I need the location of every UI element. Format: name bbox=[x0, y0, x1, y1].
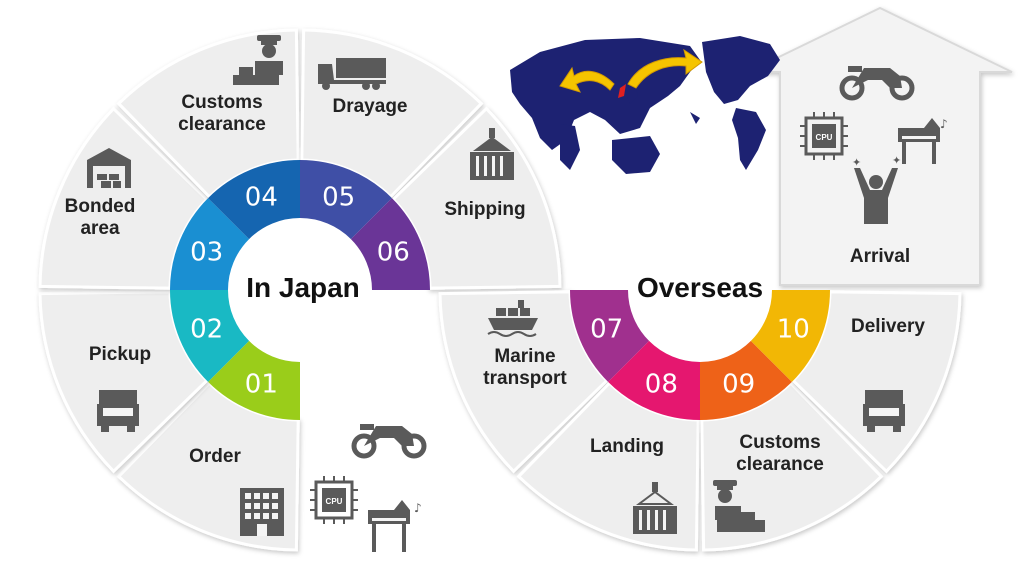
step-ring-07 bbox=[570, 290, 650, 382]
cheering-person-icon: ✦ ✦ bbox=[852, 154, 901, 224]
step-label-10: Delivery bbox=[851, 316, 925, 337]
step-number-10: 10 bbox=[777, 315, 810, 345]
truck-icon bbox=[97, 390, 139, 432]
arrow-to-america bbox=[627, 48, 703, 89]
step-number-02: 02 bbox=[190, 315, 223, 345]
crane-container-icon bbox=[633, 482, 677, 534]
svg-text:♪: ♪ bbox=[940, 117, 948, 131]
cpu-icon: CPU bbox=[310, 476, 358, 524]
truck-icon bbox=[863, 390, 905, 432]
arrow-to-europe bbox=[559, 66, 615, 93]
step-ring-08 bbox=[608, 340, 700, 420]
cpu-icon-text: CPU bbox=[326, 497, 343, 506]
crane-container-icon bbox=[470, 128, 514, 180]
step-number-08: 08 bbox=[645, 369, 678, 399]
inner-ring: 01 02 03 04 05 06 07 08 09 10 bbox=[170, 160, 830, 420]
step-ring-06 bbox=[350, 198, 431, 290]
step-label-08: Landing bbox=[590, 436, 664, 457]
step-ring-03 bbox=[170, 198, 250, 290]
step-ring-05 bbox=[300, 160, 392, 240]
step-number-05: 05 bbox=[322, 183, 355, 213]
step-label-05: Drayage bbox=[333, 96, 408, 117]
cpu-icon: CPU bbox=[800, 112, 848, 160]
step-ring-02 bbox=[170, 290, 250, 382]
customs-officer-icon bbox=[713, 480, 765, 532]
piano-icon: ♪ bbox=[368, 500, 422, 552]
customs-officer-icon bbox=[233, 35, 283, 85]
motorcycle-icon bbox=[839, 66, 915, 101]
warehouse-icon bbox=[87, 148, 131, 188]
left-hub bbox=[228, 218, 372, 362]
overseas-label: Overseas bbox=[637, 272, 763, 303]
building-icon bbox=[240, 488, 284, 536]
step-ring-10 bbox=[750, 290, 830, 382]
step-number-06: 06 bbox=[377, 237, 410, 267]
svg-text:✦: ✦ bbox=[852, 156, 861, 169]
step-label-01: Order bbox=[189, 446, 241, 467]
motorcycle-icon bbox=[351, 424, 427, 459]
step-number-03: 03 bbox=[190, 237, 223, 267]
piano-icon: ♪ bbox=[898, 117, 948, 164]
arrival-label: Arrival bbox=[850, 246, 910, 267]
arrival-arrow-shape bbox=[747, 6, 1013, 286]
step-number-04: 04 bbox=[245, 183, 278, 213]
step-ring-04 bbox=[208, 160, 300, 240]
in-japan-label: In Japan bbox=[246, 272, 360, 303]
step-number-01: 01 bbox=[245, 369, 278, 399]
step-label-06: Shipping bbox=[444, 199, 525, 220]
right-hub bbox=[628, 218, 772, 362]
step-ring-01 bbox=[208, 340, 300, 420]
step-number-07: 07 bbox=[590, 315, 623, 345]
trailer-truck-icon bbox=[318, 58, 386, 90]
cpu-icon-text: CPU bbox=[816, 133, 833, 142]
world-map-icon bbox=[510, 36, 780, 174]
step-label-02: Pickup bbox=[89, 344, 151, 365]
svg-text:♪: ♪ bbox=[414, 501, 422, 515]
step-number-09: 09 bbox=[722, 369, 755, 399]
svg-text:✦: ✦ bbox=[892, 154, 901, 167]
cargo-ship-icon bbox=[487, 300, 538, 337]
step-ring-09 bbox=[700, 340, 792, 420]
